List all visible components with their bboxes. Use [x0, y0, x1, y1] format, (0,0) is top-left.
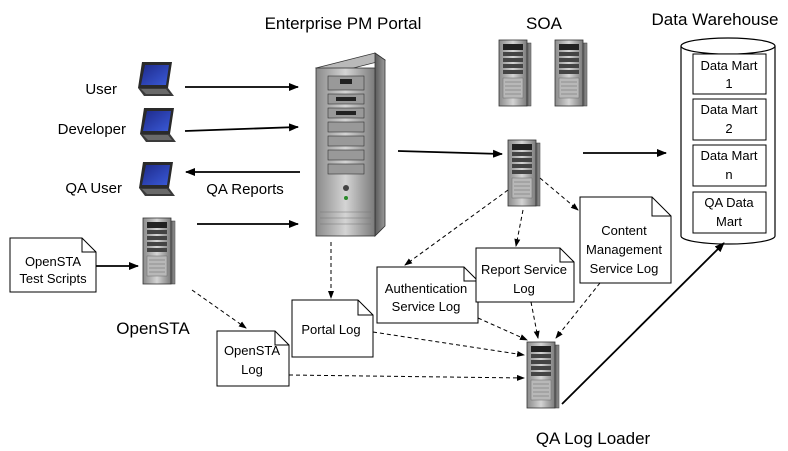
data-mart-box-1: Data Mart 1 — [692, 53, 767, 95]
report-log-line-1: Report Service — [481, 262, 567, 277]
developer-label: Developer — [58, 121, 126, 138]
auth-log-line-1: Authentication — [385, 281, 467, 296]
soa-to-content-log-arrow — [539, 177, 579, 211]
soa-to-auth-log-arrow — [404, 189, 509, 266]
opensta-log-to-loader-arrow — [288, 374, 525, 381]
opensta-heading: OpenSTA — [116, 319, 190, 338]
soa-hub-server-icon — [507, 139, 541, 207]
user-label: User — [85, 81, 117, 98]
content-log-line-2: Management — [586, 242, 662, 257]
log-loader-heading: QA Log Loader — [536, 429, 651, 448]
opensta-log-document: OpenSTA Log — [216, 330, 290, 387]
soa-heading: SOA — [526, 14, 563, 33]
soa-server-1-icon — [498, 39, 532, 107]
developer-laptop-icon — [140, 108, 176, 142]
data-mart-box-n: Data Mart n — [692, 144, 767, 187]
loader-to-qa-mart-arrow — [561, 242, 725, 405]
portal-log-line-1: Portal Log — [301, 322, 360, 337]
data-mart-box-2: Data Mart 2 — [692, 98, 767, 141]
opensta-log-line-2: Log — [241, 362, 263, 377]
soa-server-2-icon — [554, 39, 588, 107]
data-mart-2-line-2: 2 — [725, 121, 732, 136]
opensta-log-line-1: OpenSTA — [224, 343, 280, 358]
developer-to-portal-arrow — [184, 123, 299, 132]
dashed-log-arrows — [191, 177, 601, 381]
portal-to-soa-arrow — [397, 149, 503, 158]
report-log-to-loader-arrow — [530, 301, 540, 339]
qa-log-loader-server-icon — [526, 341, 560, 409]
opensta-to-opensta-log-arrow — [191, 289, 247, 329]
qa-data-mart-line-2: Mart — [716, 214, 742, 229]
user-laptop-icon — [138, 62, 174, 96]
content-log-to-loader-arrow — [555, 282, 601, 339]
qa-user-laptop-icon — [139, 162, 175, 196]
data-warehouse-heading: Data Warehouse — [652, 10, 779, 29]
content-management-log-document: Content Management Service Log — [579, 196, 672, 284]
report-log-line-2: Log — [513, 281, 535, 296]
qa-user-label: QA User — [65, 180, 122, 197]
auth-log-line-2: Service Log — [392, 299, 461, 314]
qa-reports-label: QA Reports — [206, 181, 284, 198]
auth-log-to-loader-arrow — [477, 317, 528, 341]
portal-server-icon — [315, 52, 386, 237]
opensta-server-icon — [142, 217, 176, 285]
portal-log-document: Portal Log — [291, 299, 374, 358]
solid-flow-arrows — [96, 83, 725, 405]
data-mart-n-line-1: Data Mart — [700, 148, 757, 163]
data-mart-n-line-2: n — [725, 167, 732, 182]
qa-data-mart-line-1: QA Data — [704, 195, 754, 210]
data-mart-1-line-2: 1 — [725, 76, 732, 91]
report-log-document: Report Service Log — [475, 247, 575, 303]
test-scripts-line-2: Test Scripts — [19, 271, 87, 286]
test-scripts-document: OpenSTA Test Scripts — [9, 237, 97, 293]
content-log-line-3: Service Log — [590, 261, 659, 276]
data-mart-1-line-1: Data Mart — [700, 58, 757, 73]
portal-heading: Enterprise PM Portal — [265, 14, 422, 33]
authentication-log-document: Authentication Service Log — [376, 266, 479, 324]
data-mart-2-line-1: Data Mart — [700, 102, 757, 117]
test-scripts-line-1: OpenSTA — [25, 254, 81, 269]
content-log-line-1: Content — [601, 223, 647, 238]
soa-to-report-log-arrow — [514, 209, 524, 247]
qa-data-mart-box: QA Data Mart — [692, 191, 767, 234]
portal-log-to-loader-arrow — [372, 331, 525, 357]
